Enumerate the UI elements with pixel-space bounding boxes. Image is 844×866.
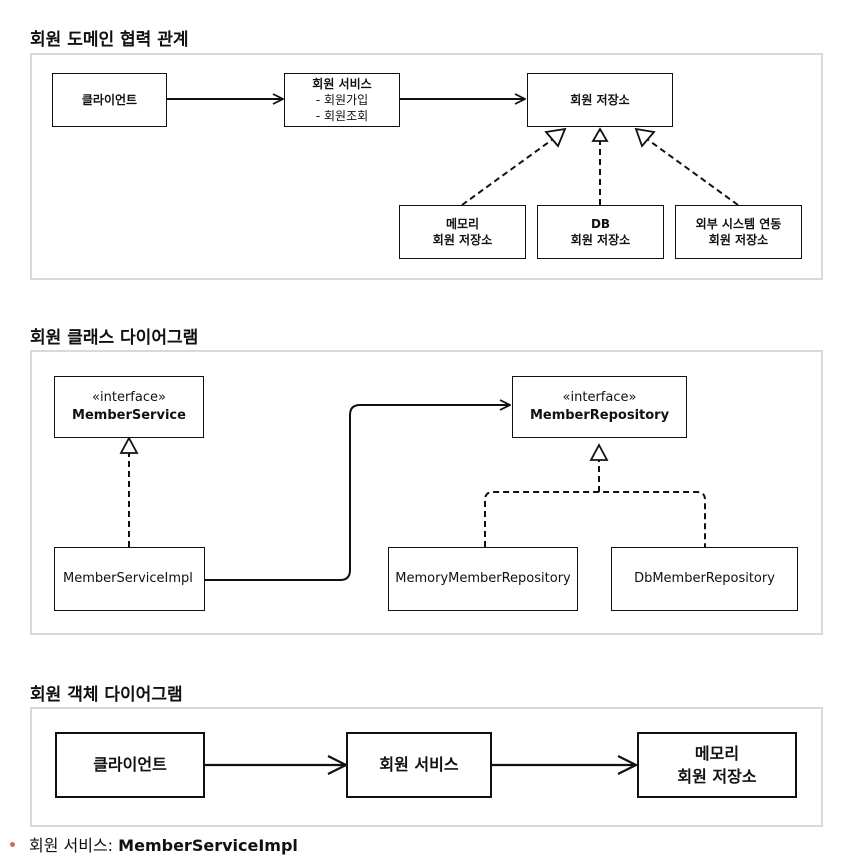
db-repository-node: DB 회원 저장소 bbox=[537, 205, 664, 259]
db-member-repository-name: DbMemberRepository bbox=[634, 571, 775, 587]
object-client-label: 클라이언트 bbox=[93, 755, 167, 775]
object-member-service-node: 회원 서비스 bbox=[346, 732, 492, 798]
member-service-title: 회원 서비스 bbox=[312, 76, 372, 91]
member-service-item-lookup: - 회원조회 bbox=[315, 109, 369, 124]
bullet-icon bbox=[10, 842, 15, 847]
member-service-node: 회원 서비스 - 회원가입 - 회원조회 bbox=[284, 73, 400, 127]
member-service-impl-node: MemberServiceImpl bbox=[54, 547, 205, 611]
member-service-item-join: - 회원가입 bbox=[315, 92, 369, 107]
client-node-label: 클라이언트 bbox=[81, 92, 138, 107]
object-client-node: 클라이언트 bbox=[55, 732, 205, 798]
object-memory-repository-node: 메모리 회원 저장소 bbox=[637, 732, 797, 798]
db-repository-line2: 회원 저장소 bbox=[570, 233, 631, 247]
db-repository-line1: DB bbox=[590, 216, 611, 231]
memory-repository-line1: 메모리 bbox=[445, 216, 480, 231]
footnote-value: MemberServiceImpl bbox=[118, 836, 298, 855]
object-member-service-label: 회원 서비스 bbox=[379, 755, 459, 775]
member-repository-interface-node: «interface» MemberRepository bbox=[512, 376, 687, 438]
section-title-class-diagram: 회원 클래스 다이어그램 bbox=[30, 328, 199, 348]
member-repository-node: 회원 저장소 bbox=[527, 73, 673, 127]
member-service-interface-node: «interface» MemberService bbox=[54, 376, 204, 438]
external-repository-node: 외부 시스템 연동 회원 저장소 bbox=[675, 205, 802, 259]
external-repository-line1: 외부 시스템 연동 bbox=[695, 216, 782, 231]
object-memory-repository-line1: 메모리 bbox=[694, 743, 740, 763]
section-title-object-diagram: 회원 객체 다이어그램 bbox=[30, 685, 183, 705]
memory-member-repository-name: MemoryMemberRepository bbox=[395, 571, 571, 587]
external-repository-line2: 회원 저장소 bbox=[708, 233, 769, 247]
memory-member-repository-node: MemoryMemberRepository bbox=[388, 547, 578, 611]
member-repository-interface-name: MemberRepository bbox=[529, 408, 670, 423]
memory-repository-line2: 회원 저장소 bbox=[432, 233, 493, 247]
memory-repository-node: 메모리 회원 저장소 bbox=[399, 205, 526, 259]
member-repository-interface-stereotype: «interface» bbox=[562, 390, 637, 406]
member-repository-label: 회원 저장소 bbox=[570, 92, 630, 107]
member-service-impl-name: MemberServiceImpl bbox=[63, 571, 193, 587]
footnote: 회원 서비스: MemberServiceImpl bbox=[10, 832, 298, 856]
object-memory-repository-line2: 회원 저장소 bbox=[677, 767, 757, 786]
member-service-interface-stereotype: «interface» bbox=[92, 390, 166, 406]
member-service-interface-name: MemberService bbox=[72, 408, 186, 423]
client-node: 클라이언트 bbox=[52, 73, 167, 127]
db-member-repository-node: DbMemberRepository bbox=[611, 547, 798, 611]
footnote-label: 회원 서비스: bbox=[29, 836, 119, 855]
section-title-domain-collaboration: 회원 도메인 협력 관계 bbox=[30, 30, 189, 50]
